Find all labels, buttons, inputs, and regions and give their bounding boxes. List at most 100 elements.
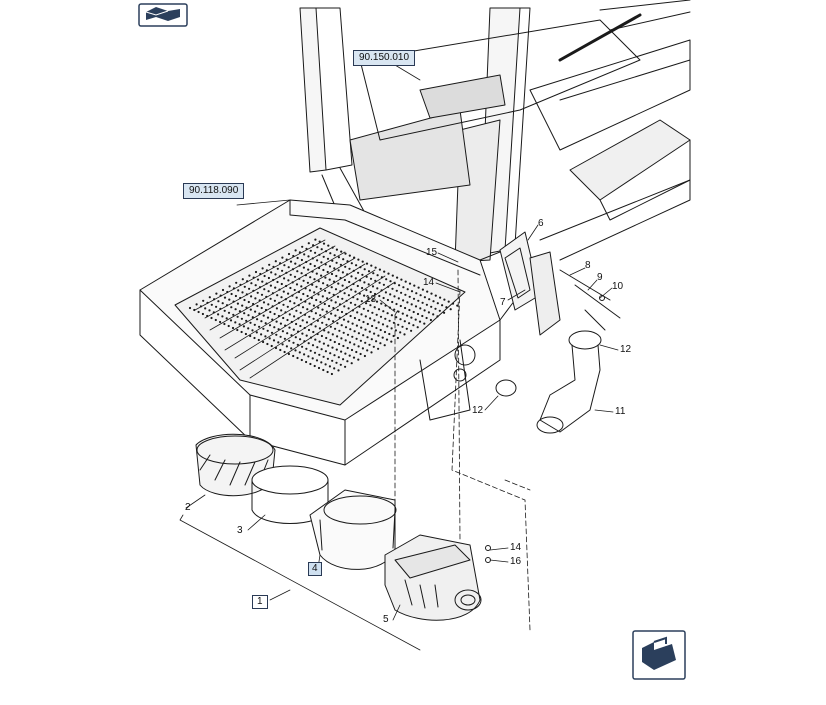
perforation-hole (269, 297, 272, 300)
perforation-hole (276, 280, 279, 284)
callout-12-lower[interactable]: 12 (472, 405, 484, 416)
perforation-hole (379, 342, 382, 345)
perforation-hole (283, 337, 286, 340)
perforation-hole (284, 324, 287, 327)
callout-14-upper[interactable]: 14 (423, 277, 435, 288)
perforation-hole (304, 300, 307, 303)
callout-3[interactable]: 3 (237, 525, 243, 536)
callout-12-upper[interactable]: 12 (620, 344, 632, 355)
perforation-hole (390, 327, 393, 330)
perforation-hole (210, 316, 213, 320)
perforation-hole (319, 314, 322, 317)
perforation-hole (348, 267, 351, 270)
perforation-hole (244, 332, 247, 336)
perforation-hole (372, 272, 375, 275)
callout-2[interactable]: 2 (185, 502, 191, 513)
perforation-hole (406, 301, 409, 304)
perforation-hole (358, 318, 361, 322)
next-page-icon[interactable] (632, 630, 686, 680)
perforation-hole (267, 276, 270, 280)
perforation-hole (243, 312, 246, 315)
perforation-hole (370, 351, 373, 354)
perforation-hole (319, 287, 322, 290)
reference-90150010[interactable]: 90.150.010 (353, 50, 416, 66)
perforation-hole (262, 314, 265, 317)
perforation-hole (295, 296, 298, 299)
perforation-hole (324, 363, 327, 366)
perforation-hole (360, 313, 363, 316)
previous-page-icon[interactable] (138, 3, 188, 27)
callout-13[interactable]: 13 (365, 294, 377, 305)
perforation-hole (392, 321, 395, 324)
perforation-hole (423, 296, 426, 299)
callout-7[interactable]: 7 (500, 297, 506, 308)
perforation-hole (357, 258, 360, 261)
callout-11[interactable]: 11 (615, 406, 626, 417)
perforation-hole (389, 280, 392, 283)
perforation-hole (357, 358, 360, 361)
perforation-hole (291, 307, 294, 310)
callout-8[interactable]: 8 (585, 260, 591, 271)
perforation-hole (337, 369, 340, 372)
perforation-hole (397, 297, 400, 300)
perforation-hole (300, 358, 303, 362)
callout-15[interactable]: 15 (426, 247, 438, 258)
callout-10[interactable]: 10 (612, 281, 624, 292)
perforation-hole (382, 283, 385, 286)
perforation-hole (293, 275, 297, 278)
perforation-hole (324, 250, 328, 253)
callout-16[interactable]: 16 (510, 556, 522, 567)
perforation-hole (336, 308, 339, 312)
perforation-hole (236, 328, 239, 332)
perforation-hole (344, 252, 347, 255)
perforation-hole (335, 348, 338, 351)
perforation-hole (395, 302, 398, 306)
perforation-hole (369, 277, 373, 280)
perforation-hole (341, 297, 344, 300)
perforation-hole (286, 318, 289, 322)
callout-9[interactable]: 9 (597, 272, 603, 283)
perforation-hole (337, 256, 340, 259)
perforation-hole (199, 305, 202, 308)
perforation-hole (304, 274, 307, 277)
callout-6[interactable]: 6 (538, 218, 544, 229)
perforation-hole (332, 293, 335, 296)
perforation-hole (267, 303, 270, 306)
perforation-hole (293, 288, 296, 292)
perforation-hole (331, 246, 334, 249)
perforation-hole (341, 284, 344, 287)
perforation-hole (285, 284, 288, 288)
perforation-hole (303, 313, 307, 316)
perforation-hole (335, 274, 338, 278)
perforation-hole (371, 285, 375, 288)
perforation-hole (384, 317, 387, 320)
perforation-hole (300, 272, 303, 275)
reference-90118090[interactable]: 90.118.090 (183, 183, 245, 199)
perforation-hole (257, 338, 260, 342)
callout-4[interactable]: 4 (308, 562, 322, 576)
perforation-hole (230, 306, 233, 309)
perforation-hole (419, 307, 422, 310)
callout-14-lower[interactable]: 14 (510, 542, 522, 553)
perforation-hole (317, 366, 321, 370)
perforation-hole (312, 244, 315, 247)
perforation-hole (328, 278, 331, 281)
perforation-hole (380, 276, 383, 279)
perforation-hole (344, 265, 347, 268)
perforation-hole (323, 329, 326, 332)
perforation-hole (312, 304, 315, 307)
callout-1[interactable]: 1 (252, 595, 268, 609)
perforation-hole (268, 324, 272, 327)
perforation-hole (417, 299, 420, 302)
perforation-hole (271, 292, 274, 295)
callout-5[interactable]: 5 (383, 614, 389, 625)
perforation-hole (350, 275, 353, 278)
perforation-hole (320, 261, 323, 264)
perforation-hole (421, 314, 424, 318)
perforation-hole (379, 315, 383, 318)
perforation-hole (400, 278, 403, 281)
perforation-hole (281, 256, 284, 259)
perforation-hole (387, 272, 390, 275)
perforation-hole (302, 279, 305, 282)
perforation-hole (283, 350, 286, 354)
